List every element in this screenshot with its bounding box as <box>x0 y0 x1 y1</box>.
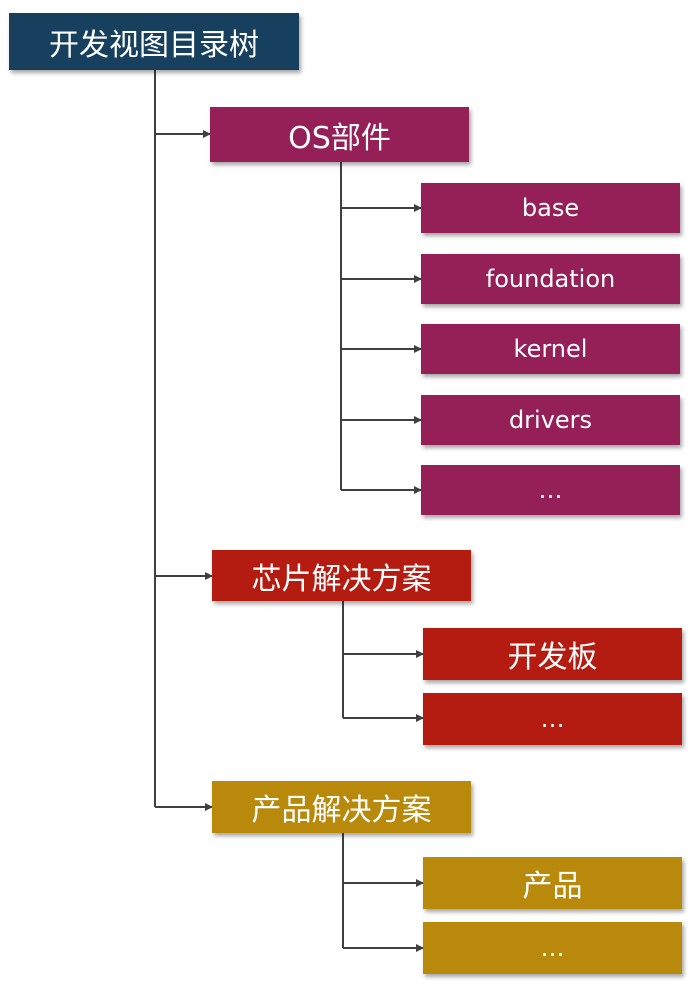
leaf-drivers: drivers <box>421 395 680 445</box>
leaf-chip-more: … <box>423 693 682 745</box>
root-node: 开发视图目录树 <box>9 13 299 70</box>
leaf-os-more: … <box>421 465 680 515</box>
leaf-base: base <box>421 183 680 233</box>
leaf-kernel: kernel <box>421 324 680 374</box>
leaf-foundation: foundation <box>421 254 680 304</box>
leaf-product: 产品 <box>423 857 682 909</box>
leaf-dev-board: 开发板 <box>423 628 682 680</box>
leaf-product-more: … <box>423 922 682 974</box>
group-os-components: OS部件 <box>210 107 469 162</box>
group-product-solutions: 产品解决方案 <box>212 781 471 833</box>
group-chip-solutions: 芯片解决方案 <box>212 550 471 601</box>
